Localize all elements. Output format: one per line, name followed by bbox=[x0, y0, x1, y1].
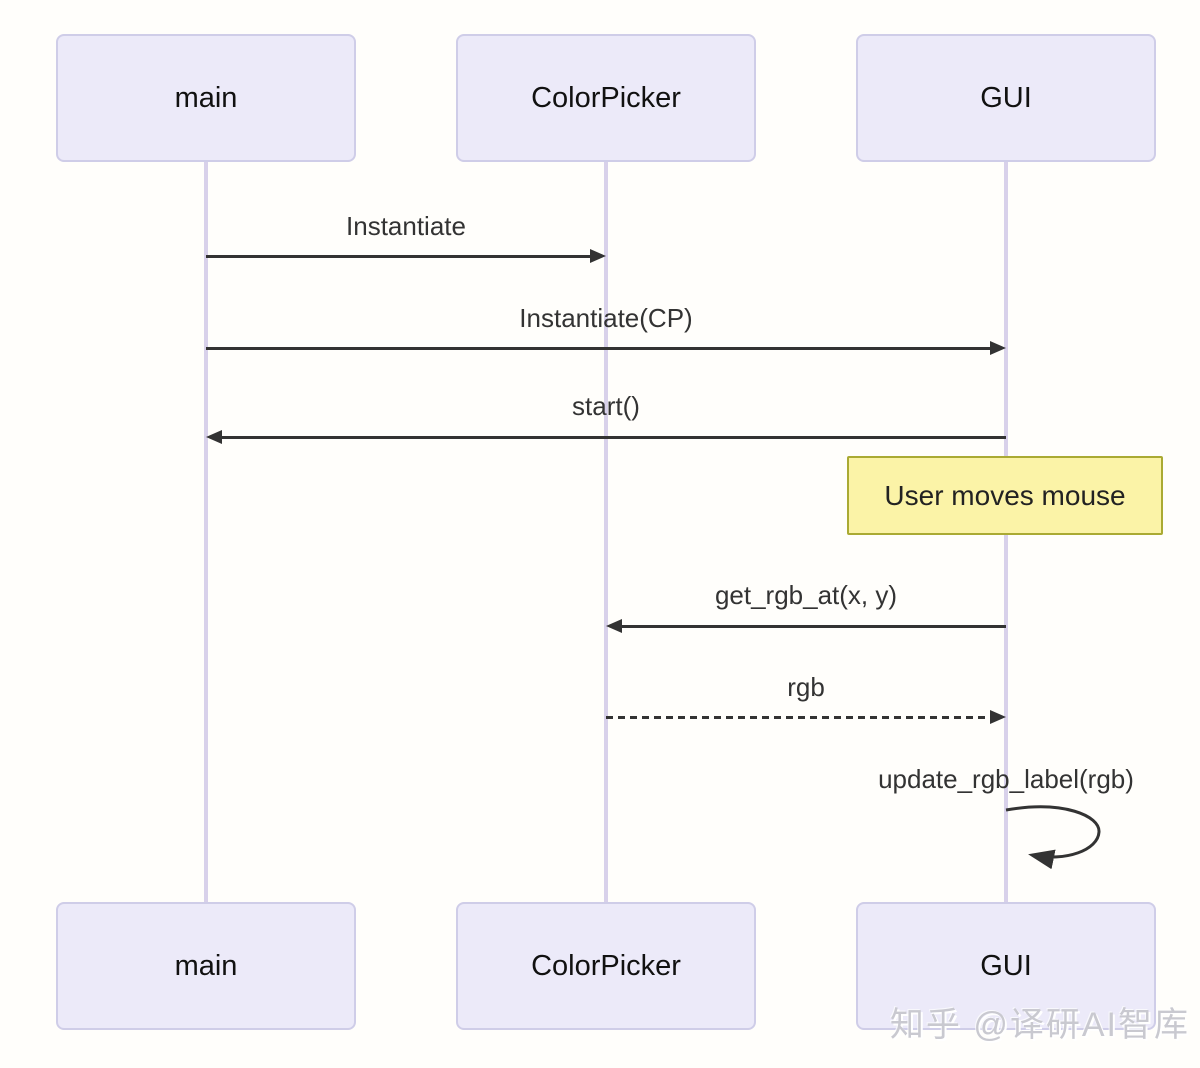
actor-top-main: main bbox=[56, 34, 356, 162]
self-loop-arrow bbox=[1005, 805, 1101, 870]
actor-top-colorpicker: ColorPicker bbox=[456, 34, 756, 162]
message-arrow-start bbox=[222, 436, 1006, 439]
message-arrow-instantiate-cp bbox=[206, 347, 990, 350]
actor-label: main bbox=[174, 81, 238, 114]
actor-label: main bbox=[174, 949, 238, 982]
arrowhead-left-icon bbox=[606, 619, 622, 633]
arrowhead-left-icon bbox=[206, 430, 222, 444]
message-arrow-rgb bbox=[606, 716, 990, 719]
actor-bottom-gui: GUI bbox=[856, 902, 1156, 1030]
message-label-instantiate: Instantiate bbox=[346, 211, 466, 241]
message-arrow-instantiate bbox=[206, 255, 590, 258]
lifeline-main bbox=[204, 162, 208, 902]
arrowhead-right-icon bbox=[990, 341, 1006, 355]
actor-label: GUI bbox=[980, 949, 1032, 982]
arrowhead-right-icon bbox=[990, 710, 1006, 724]
actor-bottom-main: main bbox=[56, 902, 356, 1030]
note-box: User moves mouse bbox=[847, 456, 1163, 535]
actor-label: GUI bbox=[980, 81, 1032, 114]
message-label-get-rgb-at: get_rgb_at(x, y) bbox=[714, 580, 898, 610]
note-text: User moves mouse bbox=[884, 479, 1126, 511]
arrowhead-right-icon bbox=[590, 249, 606, 263]
actor-label: ColorPicker bbox=[531, 949, 681, 982]
lifeline-colorpicker bbox=[604, 162, 608, 902]
actor-label: ColorPicker bbox=[531, 81, 681, 114]
message-label-start: start() bbox=[572, 391, 640, 421]
message-arrow-get-rgb-at bbox=[622, 625, 1006, 628]
watermark: 知乎 @译研AI智库 bbox=[889, 1006, 1190, 1044]
message-label-instantiate-cp: Instantiate(CP) bbox=[519, 303, 693, 333]
message-label-rgb: rgb bbox=[787, 672, 825, 702]
actor-bottom-colorpicker: ColorPicker bbox=[456, 902, 756, 1030]
actor-top-gui: GUI bbox=[856, 34, 1156, 162]
message-label-update-rgb-label: update_rgb_label(rgb) bbox=[878, 764, 1134, 794]
